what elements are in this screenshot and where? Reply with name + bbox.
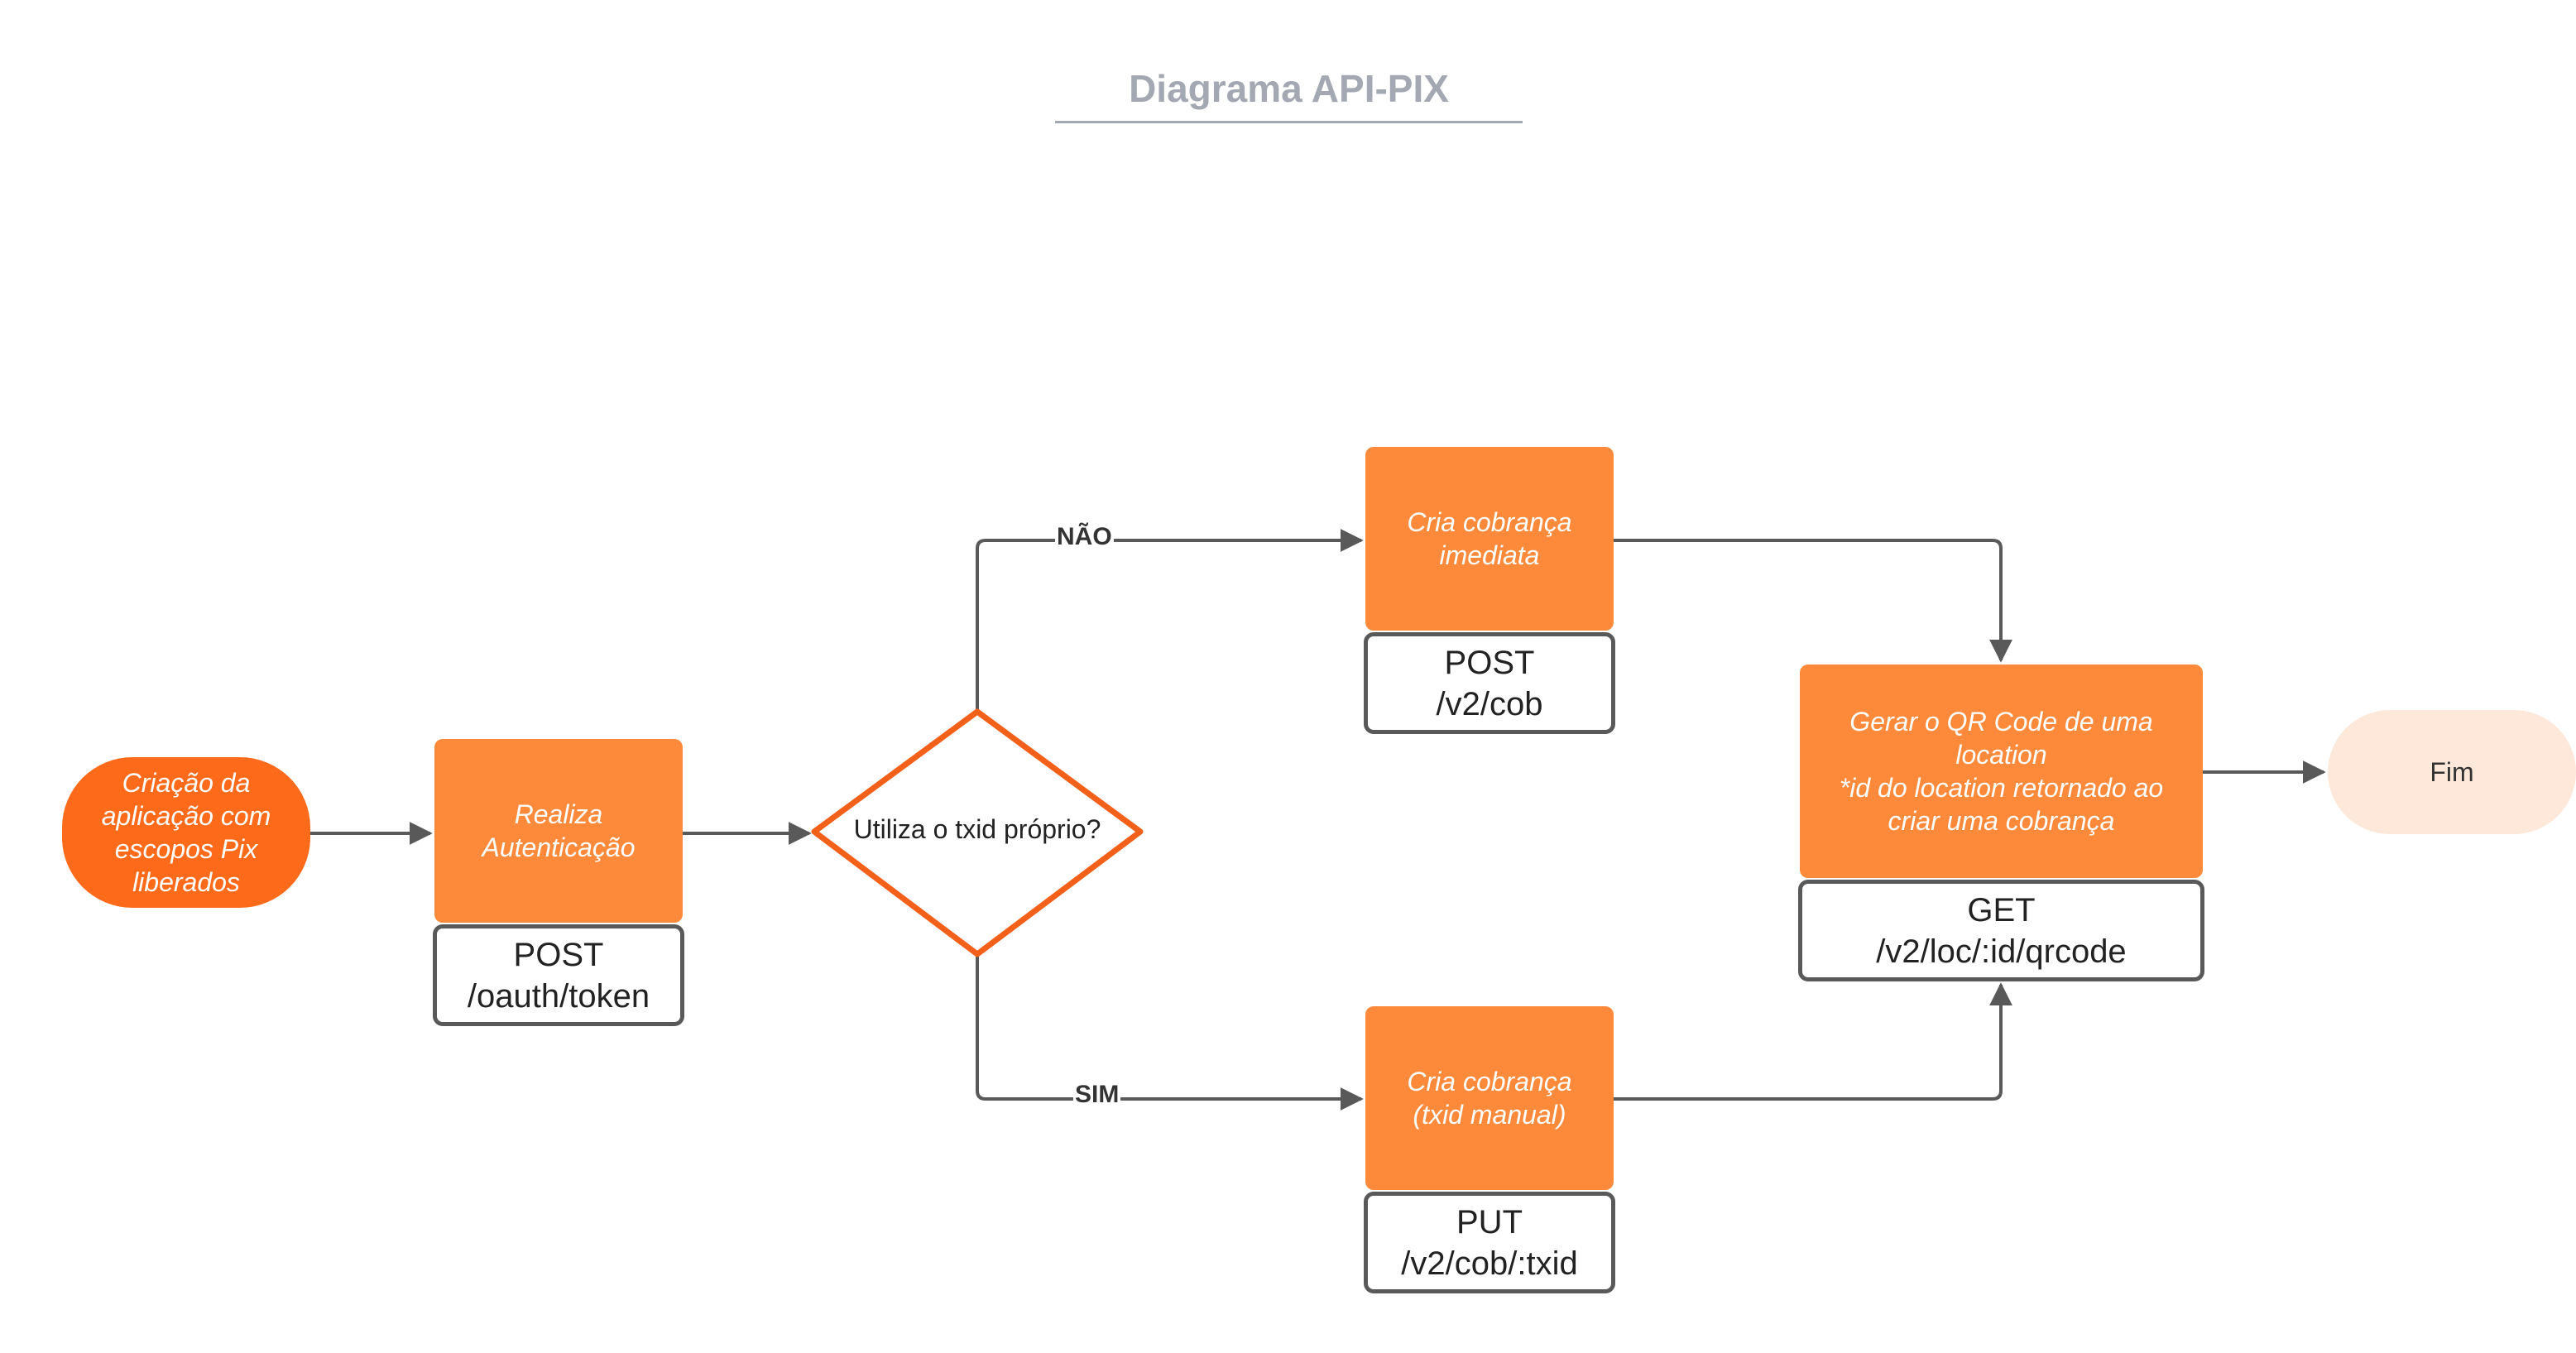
connector-cob-imediata-to-qrcode <box>1614 539 2012 663</box>
qrcode-line: criar uma cobrança <box>1888 806 2115 836</box>
cob-txid-path: /v2/cob/:txid <box>1401 1245 1578 1282</box>
auth-method: POST <box>513 936 604 973</box>
connector-decision-to-cob-txid <box>976 954 1364 1111</box>
decision-diamond <box>811 708 1144 957</box>
cob-imediata-endpoint-box: POST /v2/cob <box>1364 632 1615 734</box>
qrcode-line: *id do location retornado ao <box>1839 773 2164 803</box>
cob-imediata-method: POST <box>1444 644 1535 681</box>
connector-cob-txid-to-qrcode <box>1614 982 2012 1101</box>
edge-label-nao: NÃO <box>1055 523 1114 551</box>
cob-txid-endpoint-box: PUT /v2/cob/:txid <box>1364 1192 1615 1293</box>
cob-txid-method: PUT <box>1456 1203 1523 1240</box>
cob-imediata-path: /v2/cob <box>1436 685 1543 722</box>
start-line: liberados <box>132 867 240 897</box>
cob-imediata-line: imediata <box>1439 540 1540 570</box>
cob-imediata-process-box: Cria cobrança imediata <box>1365 447 1614 631</box>
auth-path: /oauth/token <box>467 977 650 1015</box>
start-line: escopos Pix <box>114 834 258 864</box>
cob-txid-process-box: Cria cobrança (txid manual) <box>1365 1006 1614 1190</box>
qrcode-line: Gerar o QR Code de uma <box>1849 707 2153 736</box>
qrcode-line: location <box>1955 740 2047 770</box>
qrcode-process-box: Gerar o QR Code de uma location *id do l… <box>1800 665 2203 878</box>
qrcode-endpoint-box: GET /v2/loc/:id/qrcode <box>1798 880 2204 981</box>
qrcode-method: GET <box>1967 891 2036 928</box>
cob-imediata-line: Cria cobrança <box>1407 507 1572 537</box>
start-line: Criação da <box>122 768 251 798</box>
connector-decision-to-cob-imediata <box>976 529 1364 712</box>
auth-line: Realiza <box>514 799 603 829</box>
qrcode-path: /v2/loc/:id/qrcode <box>1876 933 2127 970</box>
end-label: Fim <box>2430 756 2474 787</box>
diagram-title: Diagrama API-PIX <box>1129 67 1449 110</box>
edge-label-sim: SIM <box>1073 1081 1121 1109</box>
auth-line: Autenticação <box>482 832 636 862</box>
auth-process-box: Realiza Autenticação <box>434 739 683 923</box>
start-line: aplicação com <box>101 801 271 831</box>
cob-txid-line: Cria cobrança <box>1407 1067 1572 1096</box>
decision-label: Utiliza o txid próprio? <box>853 814 1101 844</box>
auth-endpoint-box: POST /oauth/token <box>433 924 684 1026</box>
title-underline <box>1055 121 1523 123</box>
end-node: Fim <box>2328 710 2576 834</box>
cob-txid-line: (txid manual) <box>1413 1100 1566 1130</box>
start-node: Criação da aplicação com escopos Pix lib… <box>62 757 310 908</box>
